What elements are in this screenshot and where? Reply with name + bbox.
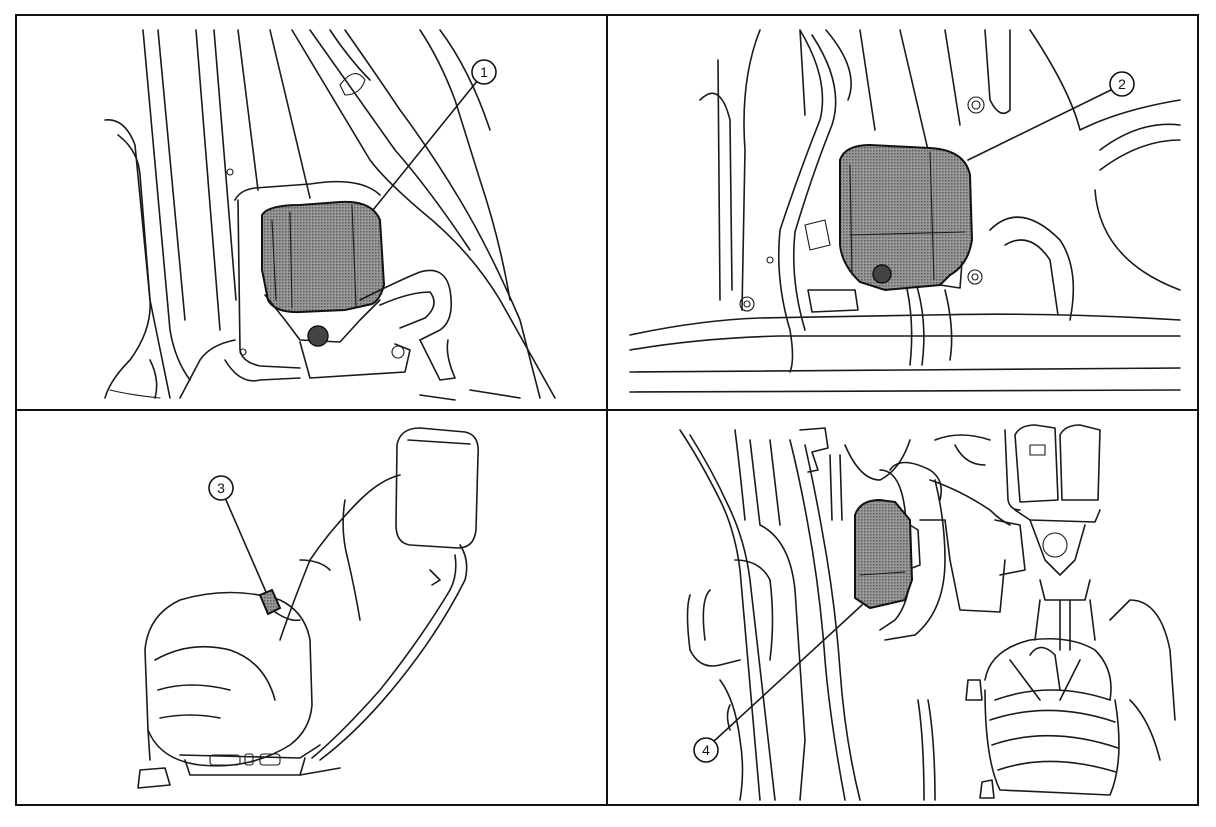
callout-1: 1 — [372, 59, 497, 211]
seat-belt-retractor-1 — [261, 200, 456, 381]
panel-top-left: 1 — [104, 29, 556, 401]
floor-area-illustration — [679, 424, 1176, 801]
panel-bottom-left: 3 — [137, 427, 480, 789]
callout-number-2: 2 — [1118, 76, 1126, 92]
callout-2: 2 — [967, 71, 1135, 161]
callout-number-1: 1 — [480, 64, 488, 80]
panel-bottom-right: 4 — [679, 424, 1176, 801]
panel-grid — [15, 14, 1199, 806]
pillar-trim-illustration — [104, 29, 556, 401]
front-seat-illustration — [137, 427, 480, 789]
callout-3: 3 — [208, 475, 267, 593]
callout-number-4: 4 — [702, 742, 710, 758]
seat-belt-buckle-sensor-3 — [258, 588, 301, 622]
callout-number-3: 3 — [217, 480, 225, 496]
seat-belt-retractor-2 — [839, 143, 974, 292]
sensor-module-4 — [854, 498, 921, 610]
callout-4: 4 — [693, 604, 863, 763]
panel-top-right: 2 — [629, 29, 1181, 393]
rear-pillar-illustration — [629, 29, 1181, 393]
